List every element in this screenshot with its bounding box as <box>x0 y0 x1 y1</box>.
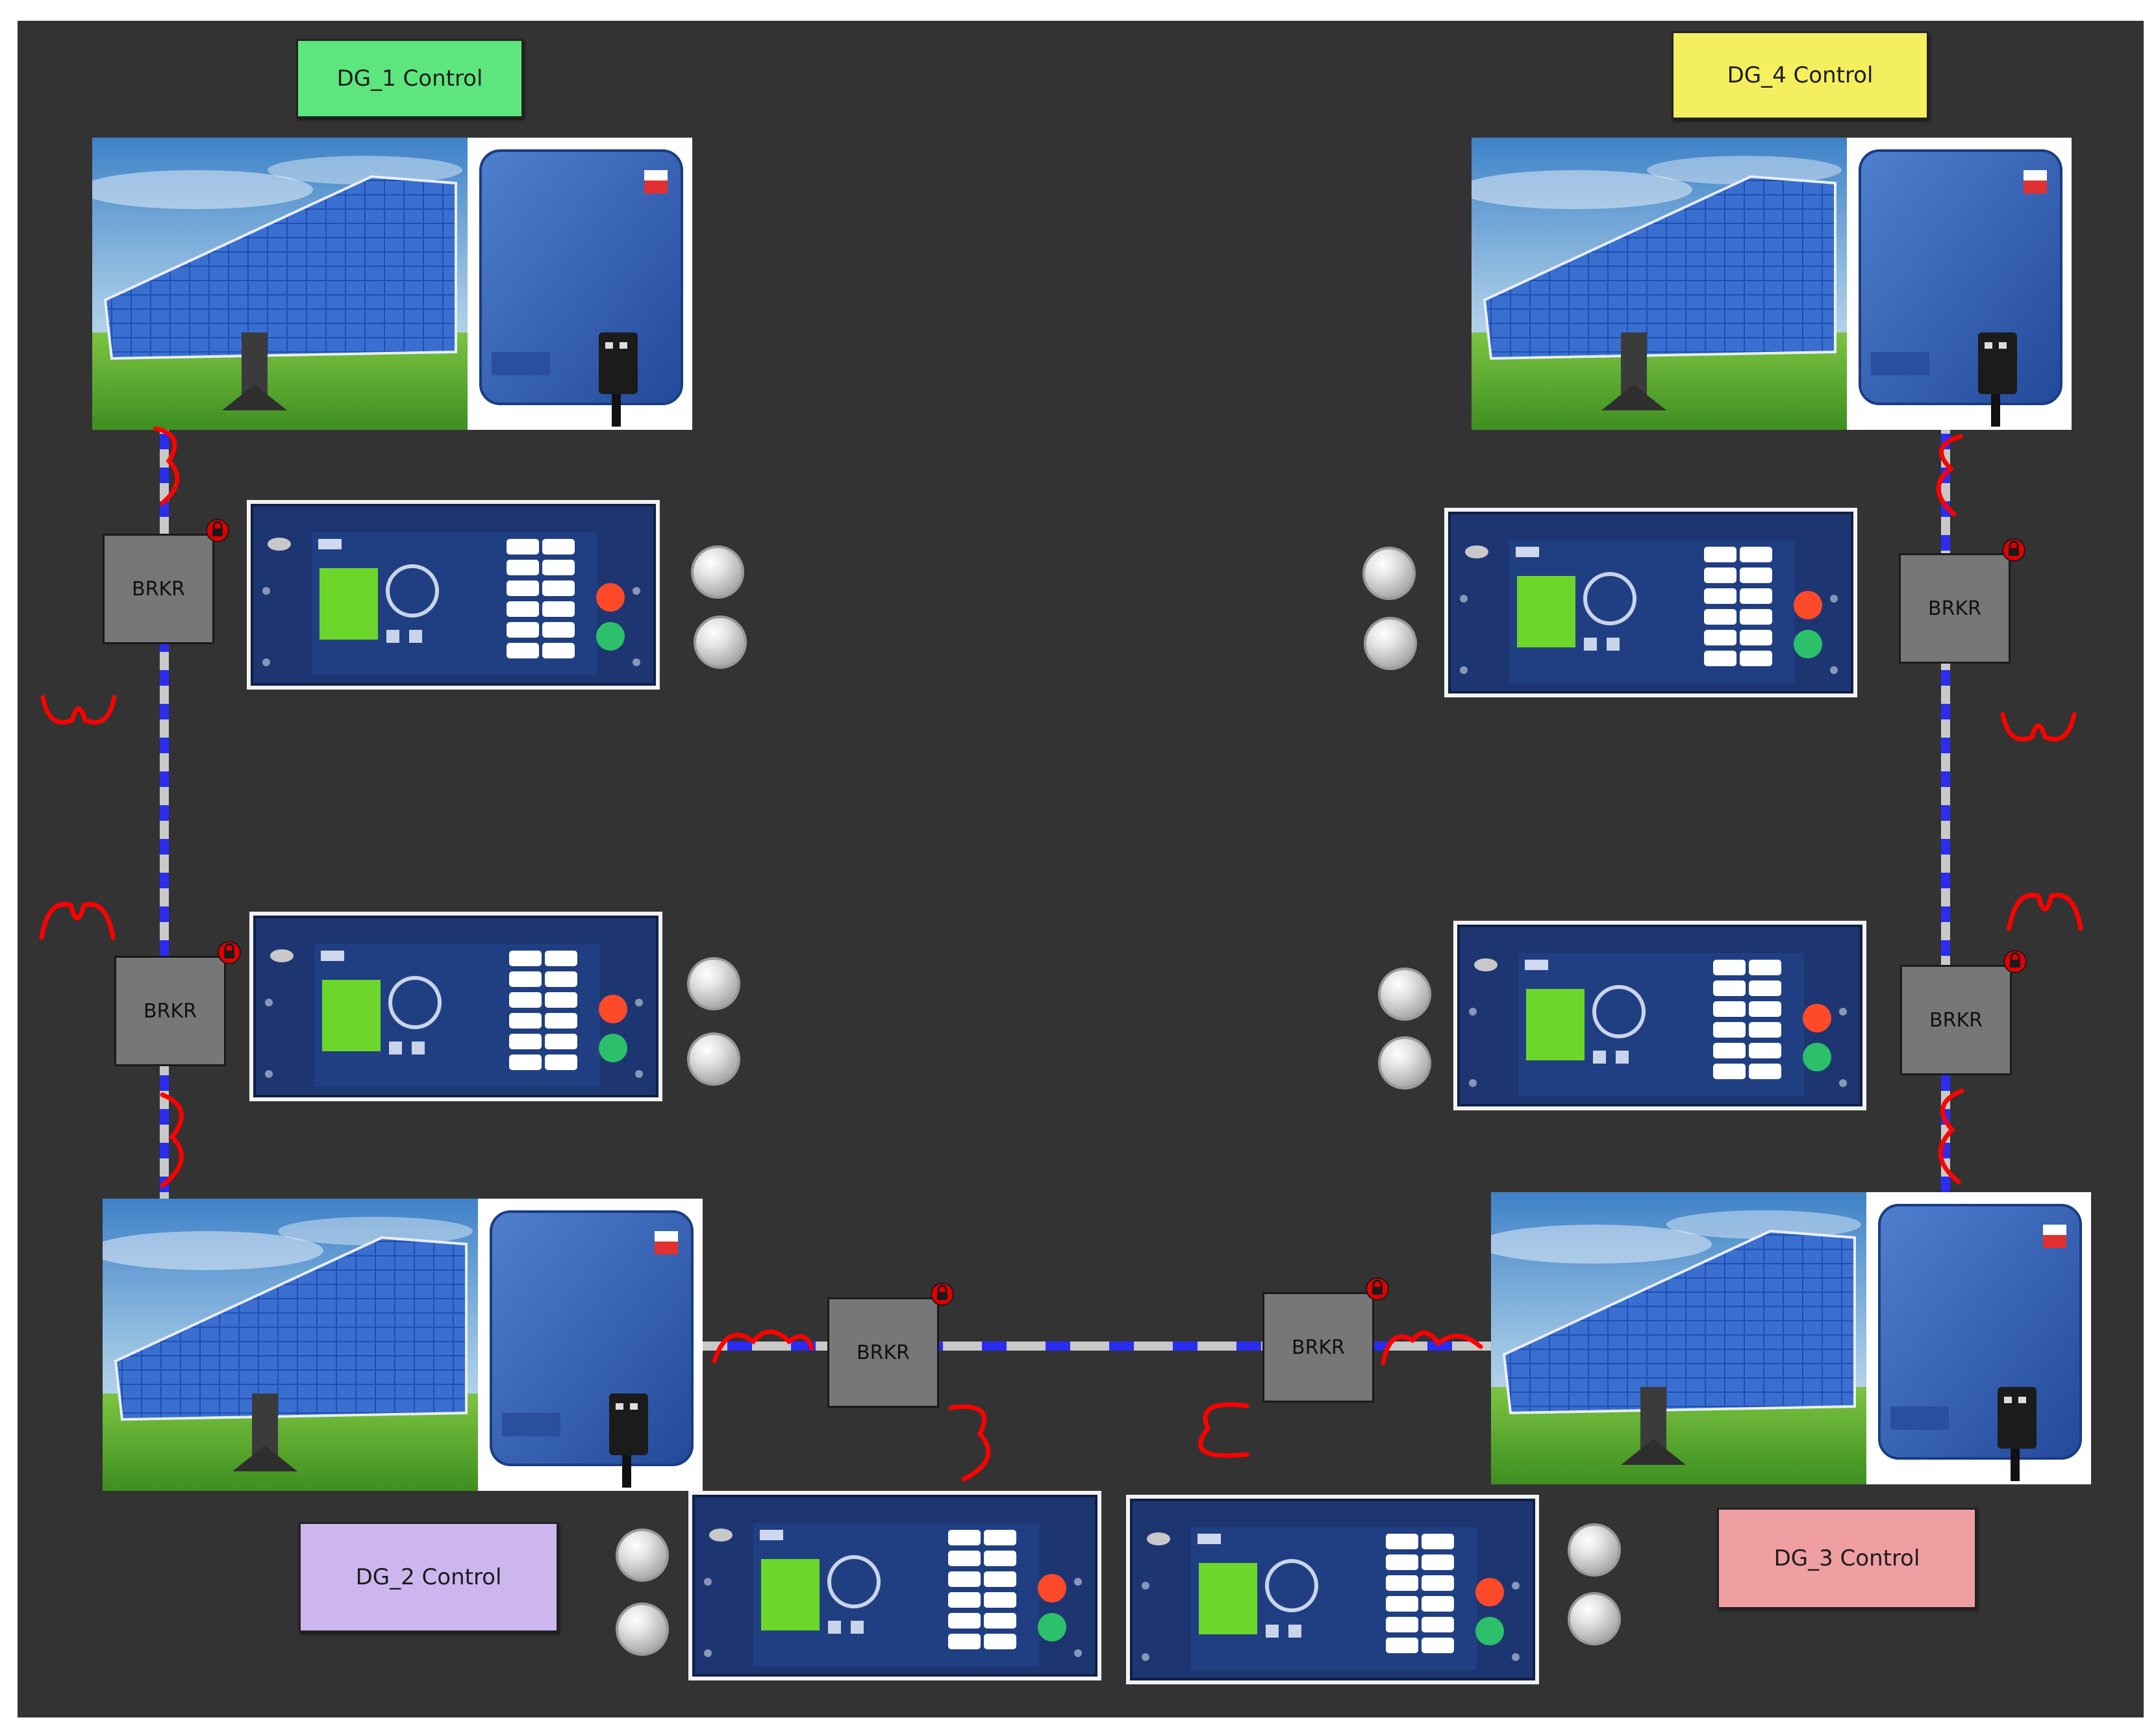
dg2-lamp-1[interactable] <box>616 1529 669 1582</box>
dg2-relay-panel <box>688 1491 1101 1680</box>
dg3-solar-inverter-icon <box>1491 1192 2091 1484</box>
lock-icon <box>218 941 241 964</box>
current-transformer-icon <box>712 1329 814 1364</box>
dg1-lower-lamp-1[interactable] <box>687 957 740 1010</box>
breaker-dg4-lower[interactable]: BRKR <box>1900 950 2027 1075</box>
dg1-solar-inverter-icon <box>92 138 692 430</box>
dg4-upper-relay-panel <box>1444 508 1857 697</box>
lock-icon <box>1366 1277 1389 1301</box>
dg2-control-button[interactable]: DG_2 Control <box>299 1522 558 1632</box>
dg2-lamp-2[interactable] <box>616 1603 669 1656</box>
current-transformer-icon <box>39 902 116 940</box>
dg3-control-button[interactable]: DG_3 Control <box>1717 1508 1977 1609</box>
breaker-label: BRKR <box>1928 597 1981 620</box>
lock-icon <box>206 519 229 542</box>
dg4-lower-lamp-2[interactable] <box>1378 1036 1431 1090</box>
breaker-label: BRKR <box>857 1341 910 1364</box>
current-transformer-icon <box>1381 1330 1483 1366</box>
current-transformer-icon <box>160 1092 184 1188</box>
current-transformer-icon <box>2007 893 2083 931</box>
breaker-dg2-right[interactable]: BRKR <box>827 1282 954 1408</box>
dg4-upper-lamp-2[interactable] <box>1364 617 1417 670</box>
current-transformer-icon <box>1938 1088 1964 1184</box>
breaker-label: BRKR <box>1929 1008 1983 1032</box>
dg1-upper-relay-panel <box>247 500 660 690</box>
dg1-upper-lamp-1[interactable] <box>691 545 744 599</box>
dg1-lower-lamp-2[interactable] <box>687 1032 740 1086</box>
current-transformer-icon <box>948 1404 991 1482</box>
dg4-control-button[interactable]: DG_4 Control <box>1672 31 1929 119</box>
breaker-dg1-lower[interactable]: BRKR <box>114 941 241 1066</box>
lock-icon <box>2002 538 2025 562</box>
dg3-lamp-1[interactable] <box>1568 1523 1621 1577</box>
breaker-dg4-upper[interactable]: BRKR <box>1899 538 2025 664</box>
dg2-solar-inverter-icon <box>103 1199 703 1491</box>
current-transformer-icon <box>153 426 180 506</box>
dg4-upper-lamp-1[interactable] <box>1362 547 1416 600</box>
current-transformer-icon <box>1198 1402 1249 1458</box>
dg3-relay-panel <box>1126 1495 1539 1684</box>
breaker-label: BRKR <box>132 577 185 601</box>
breaker-label: BRKR <box>144 999 197 1023</box>
lock-icon <box>2003 950 2027 973</box>
breaker-label: BRKR <box>1292 1336 1345 1359</box>
dg1-lower-relay-panel <box>249 912 662 1101</box>
dg4-lower-relay-panel <box>1453 921 1866 1110</box>
dg1-control-button[interactable]: DG_1 Control <box>296 39 523 118</box>
breaker-dg3-left[interactable]: BRKR <box>1262 1277 1389 1403</box>
current-transformer-icon <box>1936 434 1963 517</box>
lock-icon <box>931 1282 954 1306</box>
breaker-dg1-upper[interactable]: BRKR <box>103 519 229 644</box>
dg4-lower-lamp-1[interactable] <box>1378 967 1431 1021</box>
dg4-solar-inverter-icon <box>1472 138 2072 430</box>
dg3-lamp-2[interactable] <box>1568 1592 1621 1645</box>
dg1-upper-lamp-2[interactable] <box>694 616 747 669</box>
current-transformer-icon <box>40 695 117 725</box>
current-transformer-icon <box>2000 712 2077 742</box>
